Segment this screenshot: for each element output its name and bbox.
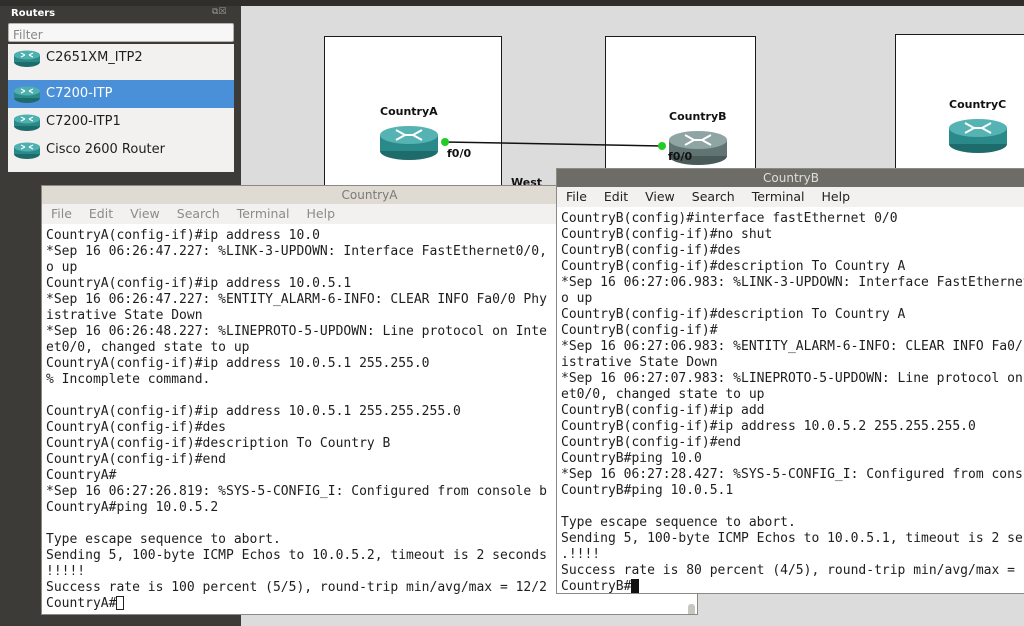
terminal-menubar: File Edit View Search Terminal Help: [42, 204, 697, 224]
router-list: C2651XM_ITP2 C7200-ITP C7200-ITP1 Cisco …: [8, 44, 234, 172]
routers-panel-title: Routers: [11, 8, 56, 19]
terminal-line: CountryB#ping 10.0.5.1: [561, 483, 734, 498]
terminal-cursor: [116, 596, 125, 610]
terminal-prompt-line[interactable]: CountryA#: [46, 596, 125, 612]
terminal-line: *Sep 16 06:27:26.819: %SYS-5-CONFIG_I: C…: [46, 484, 547, 499]
terminal-line: .!!!!: [561, 547, 601, 562]
router-item-label: Cisco 2600 Router: [46, 142, 165, 157]
terminal-line: *Sep 16 06:27:06.983: %LINK-3-UPDOWN: In…: [561, 275, 1024, 290]
terminal-line: Sending 5, 100-byte ICMP Echos to 10.0.5…: [46, 548, 547, 563]
terminal-line: CountryA(config-if)#ip address 10.0.5.1: [46, 276, 352, 291]
terminal-output[interactable]: CountryB(config)#interface fastEthernet …: [557, 207, 1024, 593]
terminal-line: CountryA(config-if)#end: [46, 452, 227, 467]
top-toolbar-strip: [0, 0, 1024, 6]
link-countrya-countryb[interactable]: [241, 6, 1024, 206]
node-countrya-box[interactable]: CountryA f0/0: [324, 36, 502, 196]
terminal-line: *Sep 16 06:26:48.227: %LINEPROTO-5-UPDOW…: [46, 324, 547, 339]
terminal-window-countryb[interactable]: CountryB File Edit View Search Terminal …: [556, 168, 1024, 594]
router-icon: [14, 114, 40, 131]
terminal-line: et0/0, changed state to up: [46, 340, 250, 355]
menu-search[interactable]: Search: [691, 189, 735, 204]
menu-help[interactable]: Help: [821, 189, 851, 204]
terminal-line: *Sep 16 06:26:47.227: %LINK-3-UPDOWN: In…: [46, 244, 547, 259]
terminal-line: CountryA#: [46, 468, 117, 483]
router-icon: [14, 86, 40, 103]
router-item-label: C2651XM_ITP2: [46, 50, 143, 65]
router-item-label: C7200-ITP: [46, 86, 113, 101]
menu-file[interactable]: File: [51, 206, 72, 221]
router-icon: [14, 50, 40, 67]
menu-edit[interactable]: Edit: [603, 189, 629, 204]
terminal-line: o up: [46, 260, 78, 275]
terminal-line: CountryB(config-if)#no shut: [561, 227, 773, 242]
terminal-line: CountryA(config-if)#ip address 10.0.5.1 …: [46, 356, 430, 371]
terminal-line: !!!!!: [46, 564, 86, 579]
terminal-line: CountryB(config-if)#ip address 10.0.5.2 …: [561, 419, 976, 434]
terminal-scrollbar[interactable]: [688, 604, 695, 614]
menu-edit[interactable]: Edit: [88, 206, 114, 221]
terminal-line: CountryA(config-if)#des: [46, 420, 227, 435]
terminal-line: Type escape sequence to abort.: [561, 515, 796, 530]
dock-float-close-icon[interactable]: ⧉☒: [212, 7, 227, 17]
terminal-line: Success rate is 80 percent (4/5), round-…: [561, 563, 1015, 578]
router-icon: [669, 131, 727, 165]
terminal-line: Success rate is 100 percent (5/5), round…: [46, 580, 547, 595]
router-icon: [949, 119, 1007, 153]
terminal-cursor: [631, 579, 640, 593]
terminal-prompt: CountryA#: [46, 596, 117, 611]
terminal-menubar: File Edit View Search Terminal Help: [557, 187, 1024, 207]
menu-view[interactable]: View: [645, 189, 675, 204]
terminal-line: Type escape sequence to abort.: [46, 532, 281, 547]
terminal-prompt: CountryB#: [561, 579, 632, 593]
router-icon: [380, 126, 438, 160]
terminal-line: Sending 5, 100-byte ICMP Echos to 10.0.5…: [561, 531, 1023, 546]
router-item-label: C7200-ITP1: [46, 114, 121, 129]
terminal-line: CountryB(config-if)#ip add: [561, 403, 765, 418]
link-up-indicator-icon: [441, 138, 449, 146]
router-item-c7200-itp1[interactable]: C7200-ITP1: [8, 108, 234, 136]
terminal-titlebar[interactable]: CountryB: [557, 169, 1024, 188]
terminal-line: *Sep 16 06:27:07.983: %LINEPROTO-5-UPDOW…: [561, 371, 1023, 386]
terminal-line: CountryB(config-if)#des: [561, 243, 742, 258]
terminal-line: CountryB(config-if)#: [561, 323, 718, 338]
terminal-line: CountryA(config-if)#description To Count…: [46, 436, 391, 451]
router-item-c7200-itp[interactable]: C7200-ITP: [8, 80, 234, 108]
terminal-line: o up: [561, 291, 593, 306]
terminal-line: CountryB(config-if)#description To Count…: [561, 259, 906, 274]
terminal-line: *Sep 16 06:27:06.983: %ENTITY_ALARM-6-IN…: [561, 339, 1023, 354]
terminal-line: istrative State Down: [561, 355, 718, 370]
terminal-line: % Incomplete command.: [46, 372, 211, 387]
terminal-line: CountryA#ping 10.0.5.2: [46, 500, 219, 515]
node-countryc-label: CountryC: [949, 98, 1007, 111]
terminal-line: CountryB#ping 10.0: [561, 451, 702, 466]
menu-terminal[interactable]: Terminal: [751, 189, 805, 204]
terminal-line: *Sep 16 06:27:28.427: %SYS-5-CONFIG_I: C…: [561, 467, 1023, 482]
terminal-line: CountryA(config-if)#ip address 10.0.5.1 …: [46, 404, 461, 419]
router-icon: [14, 142, 40, 159]
menu-terminal[interactable]: Terminal: [236, 206, 290, 221]
menu-help[interactable]: Help: [306, 206, 336, 221]
node-countryb-label: CountryB: [669, 110, 727, 123]
router-filter-field[interactable]: [8, 23, 234, 44]
node-countryc-box[interactable]: CountryC: [895, 34, 1024, 194]
menu-search[interactable]: Search: [176, 206, 220, 221]
node-countrya-port-label: f0/0: [447, 147, 472, 160]
terminal-line: CountryB(config-if)#end: [561, 435, 742, 450]
terminal-line: *Sep 16 06:26:47.227: %ENTITY_ALARM-6-IN…: [46, 292, 547, 307]
terminal-prompt-line[interactable]: CountryB#: [561, 579, 640, 593]
terminal-line: CountryB(config-if)#description To Count…: [561, 307, 906, 322]
node-countryb-port-label: f0/0: [668, 150, 693, 163]
router-item-c2651xm-itp2[interactable]: C2651XM_ITP2: [8, 44, 234, 72]
router-item-cisco-2600[interactable]: Cisco 2600 Router: [8, 136, 234, 164]
link-up-indicator-icon: [658, 142, 666, 150]
menu-view[interactable]: View: [130, 206, 160, 221]
terminal-line: CountryA(config-if)#ip address 10.0: [46, 228, 320, 243]
terminal-line: CountryB(config)#interface fastEthernet …: [561, 211, 898, 226]
terminal-line: istrative State Down: [46, 308, 203, 323]
terminal-line: et0/0, changed state to up: [561, 387, 765, 402]
menu-file[interactable]: File: [566, 189, 587, 204]
node-countrya-label: CountryA: [380, 105, 438, 118]
router-filter-input[interactable]: [9, 26, 233, 44]
